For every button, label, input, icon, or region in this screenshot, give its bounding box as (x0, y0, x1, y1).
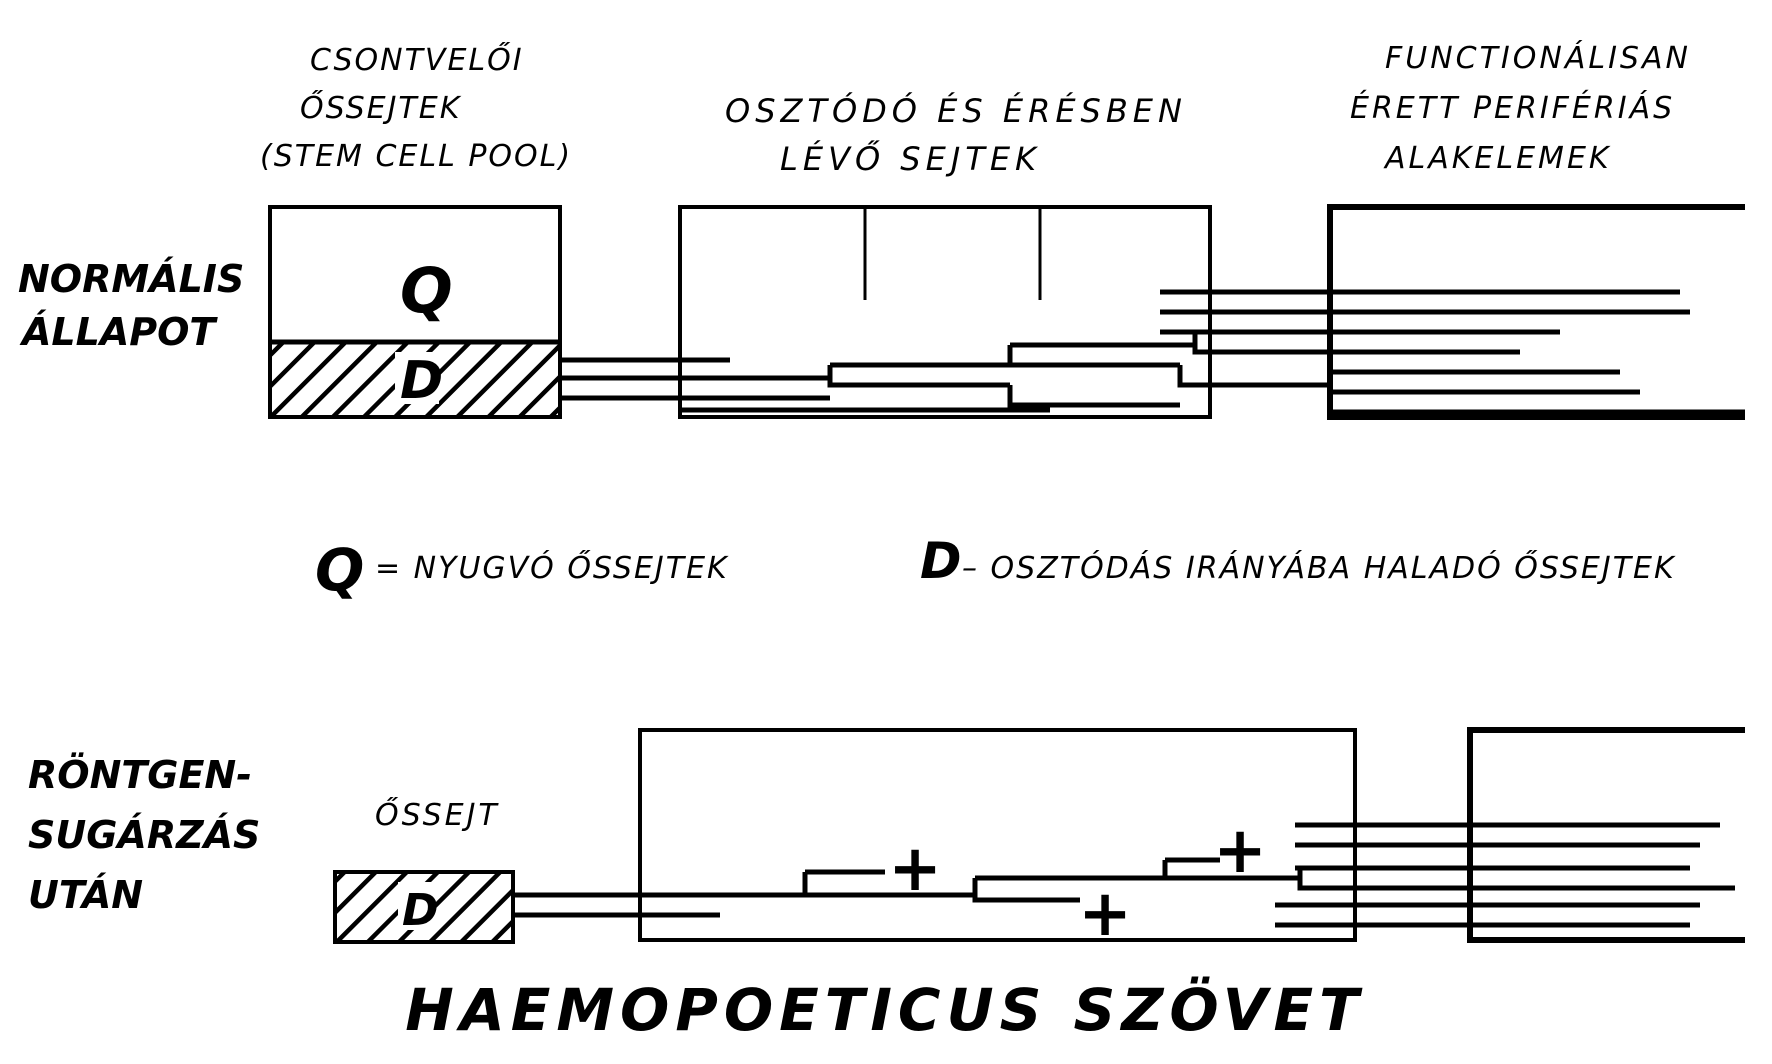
xray-lineage-lines (513, 822, 1475, 928)
dividing-cells-box-xray (638, 728, 1357, 942)
dividing-box-xray-outline (638, 728, 1357, 942)
row-xray-line-1: RÖNTGEN- (28, 753, 252, 797)
legend-d-text: – OSZTÓDÁS IRÁNYÁBA HALADÓ ŐSSEJTEK (962, 549, 1676, 586)
damage-markers: + + + (888, 814, 1267, 951)
q-label: Q (400, 254, 453, 327)
header-stem-cell-pool: CSONTVELŐI ŐSSEJTEK (STEM CELL POOL) (260, 41, 572, 174)
stem-pool-outline (268, 205, 562, 419)
legend-d-symbol: D (920, 532, 962, 590)
damage-marker-2: + (1078, 877, 1132, 951)
damage-marker-1: + (888, 832, 942, 906)
header-peripheral-elements: FUNCTIONÁLISAN ÉRETT PERIFÉRIÁS ALAKELEM… (1350, 40, 1691, 176)
row-label-normal: NORMÁLIS ÁLLAPOT (18, 257, 244, 354)
row-xray-line-3: UTÁN (28, 873, 143, 917)
normal-lineage-lines (560, 289, 1330, 413)
diagram-title: HAEMOPOETICUS SZÖVET (405, 975, 1364, 1044)
header-stem-line-2: ŐSSEJTEK (300, 89, 462, 126)
header-peripheral-line-3: ALAKELEMEK (1383, 141, 1612, 176)
legend-q-symbol: Q (315, 536, 364, 604)
row-normal-line-2: ÁLLAPOT (19, 310, 218, 354)
damage-marker-3: + (1213, 814, 1267, 888)
d-label: D (400, 351, 443, 411)
header-dividing-line-2: LÉVŐ SEJTEK (780, 139, 1041, 178)
peripheral-box-xray (1467, 727, 1745, 943)
header-stem-line-3: (STEM CELL POOL) (260, 139, 572, 174)
legend-q: Q = NYUGVÓ ŐSSEJTEK (315, 536, 729, 604)
peripheral-outline-xray (1467, 727, 1745, 943)
legend-d: D – OSZTÓDÁS IRÁNYÁBA HALADÓ ŐSSEJTEK (920, 532, 1676, 590)
stem-cell-outline (333, 870, 515, 944)
header-dividing-line-1: OSZTÓDÓ ÉS ÉRÉSBEN (725, 91, 1187, 130)
header-stem-line-1: CSONTVELŐI (310, 41, 524, 78)
stem-cell-label: ŐSSEJT (375, 796, 500, 833)
stem-cell-pool-box: Q D (268, 205, 562, 419)
peripheral-lines-xray (1470, 822, 1745, 943)
d-small-label-bg (398, 882, 436, 930)
header-peripheral-line-1: FUNCTIONÁLISAN (1385, 40, 1691, 76)
row-xray-line-2: SUGÁRZÁS (28, 813, 260, 857)
d-label-bg (395, 352, 439, 404)
peripheral-lines-normal (1330, 289, 1745, 415)
d-small-label: D (402, 885, 439, 936)
peripheral-box-normal (1327, 204, 1745, 420)
row-normal-line-1: NORMÁLIS (18, 257, 244, 301)
legend-q-text: = NYUGVÓ ŐSSEJTEK (375, 549, 729, 586)
header-dividing-cells: OSZTÓDÓ ÉS ÉRÉSBEN LÉVŐ SEJTEK (725, 91, 1187, 178)
stem-cell-box-xray: D (333, 870, 515, 944)
row-label-xray: RÖNTGEN- SUGÁRZÁS UTÁN (28, 753, 260, 917)
header-peripheral-line-2: ÉRETT PERIFÉRIÁS (1350, 90, 1675, 126)
